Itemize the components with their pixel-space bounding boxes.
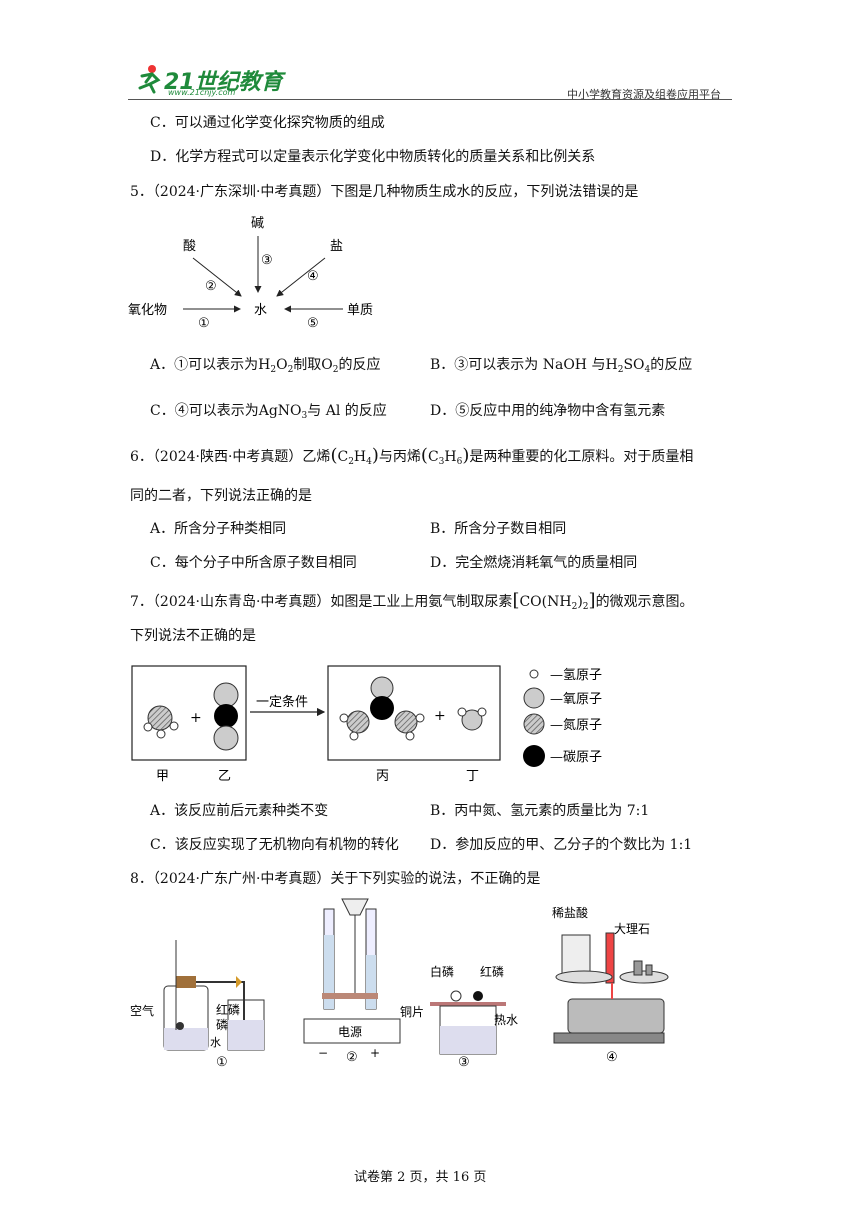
svg-text:磷: 磷 [216, 1017, 228, 1032]
label-yi: 乙 [218, 769, 231, 784]
q5-option-a: A．①可以表示为H2O2制取O2的反应 [150, 357, 381, 375]
q7-micro-diagram: + 一定条件 + 甲 乙 丙 丁 —氢原子 —氧原子 —氮原子 —碳原子 [131, 665, 602, 784]
svg-text:④: ④ [606, 1050, 618, 1065]
q8-figure-3: 白磷 红磷 铜片 热水 ③ [400, 964, 518, 1070]
num-2: ② [205, 279, 217, 294]
q6-stem-line2: 同的二者，下列说法正确的是 [130, 488, 312, 504]
q5-reaction-diagram: 酸 碱 盐 氧化物 水 单质 ② ③ ④ ① ⑤ [128, 216, 373, 331]
logo-url: www.21cnjy.com [168, 88, 236, 97]
q8-figure-1: 空气 红磷 磷 水 ① [130, 940, 265, 1070]
svg-text:铜片: 铜片 [400, 1004, 424, 1019]
logo: 21世纪教育 www.21cnjy.com [128, 62, 283, 98]
plus-1: + [190, 710, 202, 726]
q8-stem: 8．（2024·广东广州·中考真题）关于下列实验的说法，不正确的是 [130, 871, 541, 887]
molecule-water [457, 707, 487, 731]
q6-option-a: A．所含分子种类相同 [150, 521, 287, 537]
arrow-salt [276, 257, 326, 297]
q5-option-b: B．③可以表示为 NaOH 与H2SO4的反应 [430, 357, 693, 375]
svg-text:+: + [370, 1046, 380, 1060]
q7-option-b: B．丙中氮、氢元素的质量比为 7:1 [430, 803, 650, 819]
q7-option-a: A．该反应前后元素种类不变 [150, 803, 329, 819]
num-1: ① [198, 316, 210, 331]
svg-text:−: − [318, 1046, 328, 1060]
q6-option-d: D．完全燃烧消耗氧气的质量相同 [430, 555, 638, 571]
condition-label: 一定条件 [256, 694, 308, 710]
label-salt: 盐 [330, 239, 343, 254]
q7-stem-line2: 下列说法不正确的是 [130, 628, 256, 644]
platform-name: 中小学教育资源及组卷应用平台 [567, 88, 721, 101]
svg-text:大理石: 大理石 [614, 922, 650, 936]
q6-option-b: B．所含分子数目相同 [430, 521, 567, 537]
q5-option-d: D．⑤反应中用的纯净物中含有氢元素 [430, 403, 666, 419]
num-3: ③ [261, 253, 273, 268]
label-oxide: 氧化物 [128, 303, 167, 318]
label-bing: 丙 [376, 769, 389, 784]
legend: —氢原子 —氧原子 —氮原子 —碳原子 [523, 668, 602, 767]
q8-figure-4: 稀盐酸 大理石 ④ [552, 905, 669, 1065]
svg-text:水: 水 [210, 1036, 221, 1049]
svg-text:电源: 电源 [338, 1025, 362, 1039]
legend-n: —氮原子 [550, 718, 602, 733]
q5-stem: 5．（2024·广东深圳·中考真题）下图是几种物质生成水的反应，下列说法错误的是 [130, 184, 639, 200]
legend-o: —氧原子 [550, 692, 602, 707]
q7-option-d: D．参加反应的甲、乙分子的个数比为 1:1 [430, 837, 693, 853]
label-jia: 甲 [156, 769, 169, 784]
logo-runner-icon [138, 65, 161, 94]
legend-h: —氢原子 [550, 668, 602, 683]
legend-c: —碳原子 [550, 750, 602, 765]
label-base: 碱 [251, 216, 264, 231]
molecule-nh3 [143, 705, 179, 739]
svg-text:稀盐酸: 稀盐酸 [552, 905, 588, 920]
reactant-box [131, 665, 247, 761]
label-water: 水 [254, 303, 267, 318]
q6-stem: 6．（2024·陕西·中考真题）乙烯(C2H4)与丙烯(C3H6)是两种重要的化… [130, 445, 694, 467]
svg-text:红磷: 红磷 [480, 964, 504, 979]
plus-2: + [434, 708, 446, 724]
product-box [327, 665, 501, 761]
svg-text:②: ② [346, 1050, 358, 1065]
q7-stem: 7．（2024·山东青岛·中考真题）如图是工业上用氨气制取尿素[CO(NH2)2… [130, 590, 694, 612]
svg-text:空气: 空气 [130, 1003, 154, 1018]
label-acid: 酸 [183, 239, 196, 254]
logo-main: 21世纪教育 [164, 70, 283, 95]
svg-text:热水: 热水 [494, 1013, 518, 1027]
num-5: ⑤ [307, 316, 319, 331]
q4-option-d: D．化学方程式可以定量表示化学变化中物质转化的质量关系和比例关系 [150, 149, 596, 165]
label-ding: 丁 [466, 769, 479, 784]
svg-text:①: ① [216, 1055, 228, 1070]
svg-text:红磷: 红磷 [216, 1002, 240, 1017]
label-element: 单质 [347, 303, 373, 318]
header-divider [128, 99, 732, 100]
page-footer: 试卷第 2 页，共 16 页 [354, 1170, 487, 1185]
svg-text:③: ③ [458, 1055, 470, 1070]
q7-option-c: C．该反应实现了无机物向有机物的转化 [150, 837, 399, 853]
molecule-co2 [213, 682, 239, 751]
q8-figure-2: 电源 − + ② [303, 898, 401, 1065]
num-4: ④ [307, 269, 319, 284]
arrow-acid [192, 257, 242, 297]
q5-option-c: C．④可以表示为AgNO3与 Al 的反应 [150, 403, 387, 421]
q6-option-c: C．每个分子中所含原子数目相同 [150, 555, 357, 571]
q4-option-c: C．可以通过化学变化探究物质的组成 [150, 115, 385, 131]
molecule-urea [339, 676, 425, 741]
svg-text:白磷: 白磷 [430, 964, 454, 979]
